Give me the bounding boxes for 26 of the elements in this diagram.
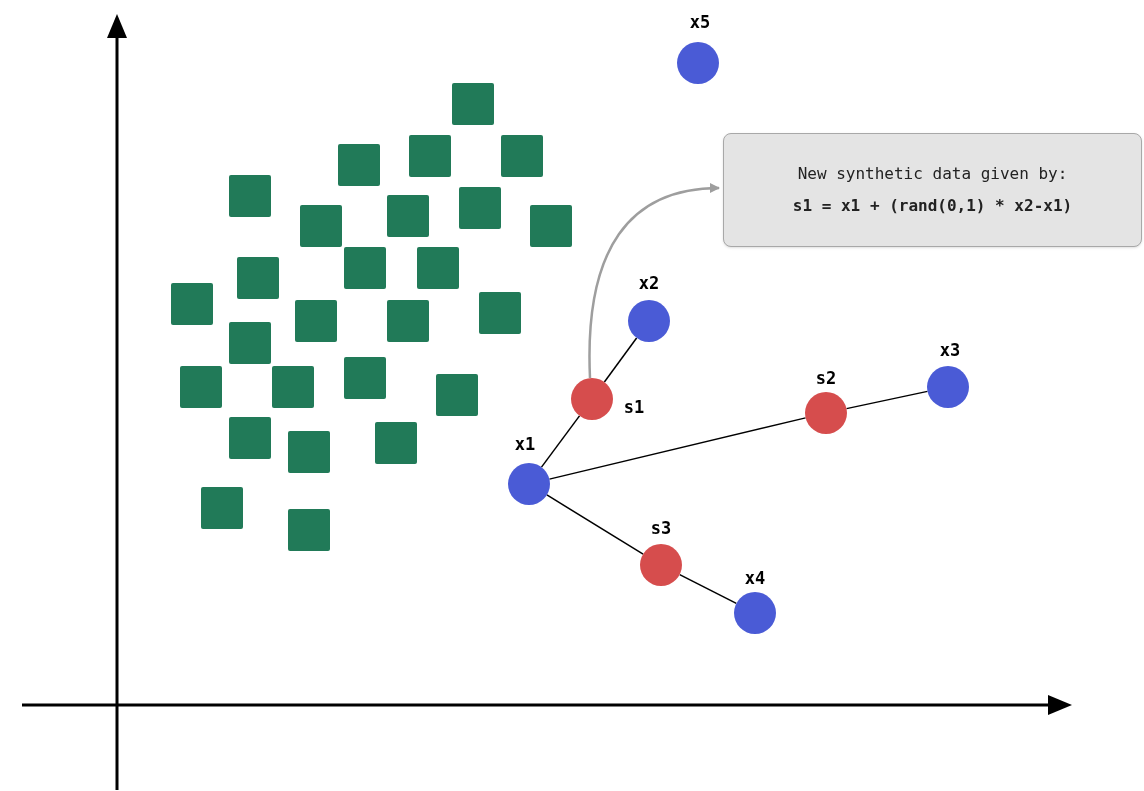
connector-line [548,417,807,480]
data-point [571,378,613,420]
point-label: x1 [514,436,536,453]
connector-line [546,494,644,555]
data-point [805,392,847,434]
connector-line [845,390,929,410]
point-label: s3 [650,520,672,537]
point-label: x2 [638,275,660,292]
connector-line [603,337,638,383]
connector-line [678,573,738,605]
curved-arrow [588,183,720,378]
data-point [927,366,969,408]
connector-line [540,415,581,468]
data-point [640,544,682,586]
formula-text: s1 = x1 + (rand(0,1) * x2-x1) [792,195,1073,217]
data-point [508,463,550,505]
point-label: s1 [623,399,645,416]
data-point [677,42,719,84]
point-label: x4 [744,570,766,587]
point-label: s2 [815,370,837,387]
data-point [628,300,670,342]
data-point [734,592,776,634]
callout-heading: New synthetic data given by: [797,163,1068,185]
point-label: x5 [689,14,711,31]
point-label: x3 [939,342,961,359]
callout-box [723,133,1142,247]
